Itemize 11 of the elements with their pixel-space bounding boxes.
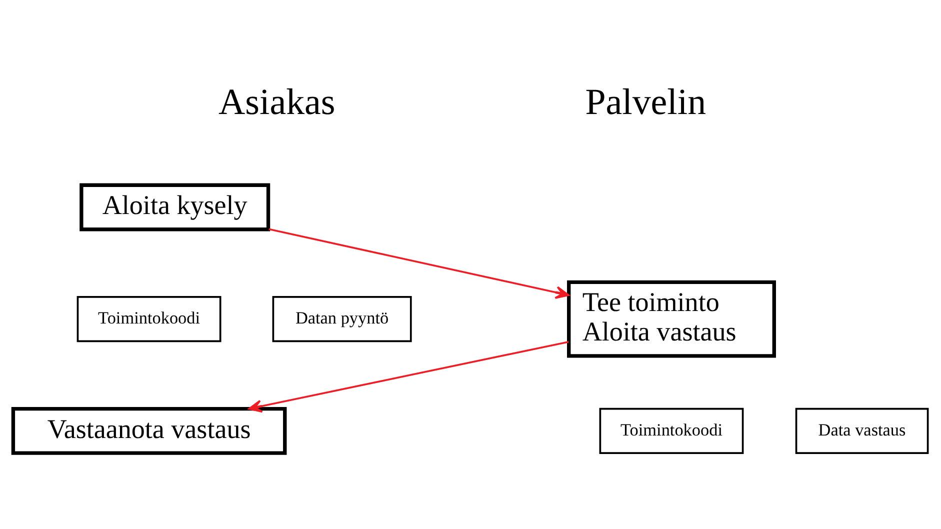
node-box: Datan pyyntö [272, 296, 412, 342]
node-box: Tee toiminto Aloita vastaus [567, 280, 776, 358]
node-box: Vastaanota vastaus [11, 406, 287, 454]
node-box: Toimintokoodi [599, 407, 744, 454]
label: Palvelin [585, 80, 706, 122]
label: Asiakas [218, 80, 336, 122]
node-box: Aloita kysely [80, 182, 270, 231]
node-box: Data vastaus [795, 407, 929, 454]
arrow [248, 340, 569, 412]
node-box: Toimintokoodi [76, 296, 222, 342]
arrow [268, 228, 570, 298]
